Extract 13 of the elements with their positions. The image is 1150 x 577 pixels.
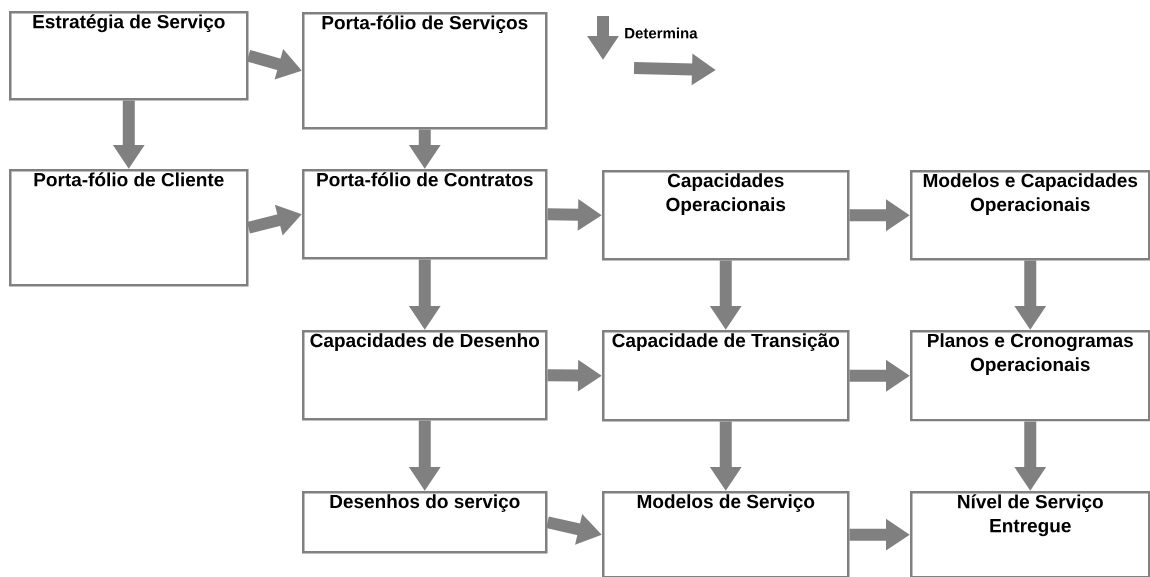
process-box: Modelos de Serviço [602, 491, 850, 577]
process-box: Estratégia de Serviço [9, 11, 249, 101]
process-box: Porta-fólio de Contratos [302, 169, 548, 260]
process-box: Capacidade de Transição [602, 330, 850, 422]
process-box: Porta-fólio de Serviços [302, 12, 548, 130]
process-box: Capacidades Operacionais [602, 170, 850, 261]
process-box: Porta-fólio de Cliente [9, 169, 249, 287]
process-box: Desenhos do serviço [302, 491, 548, 554]
process-box: Capacidades de Desenho [302, 330, 548, 421]
process-box: Planos e Cronogramas Operacionais [910, 330, 1150, 422]
process-box: Modelos e Capacidades Operacionais [910, 170, 1150, 261]
legend-label: Determina [625, 27, 698, 39]
process-box: Nível de Serviço Entregue [910, 491, 1150, 577]
